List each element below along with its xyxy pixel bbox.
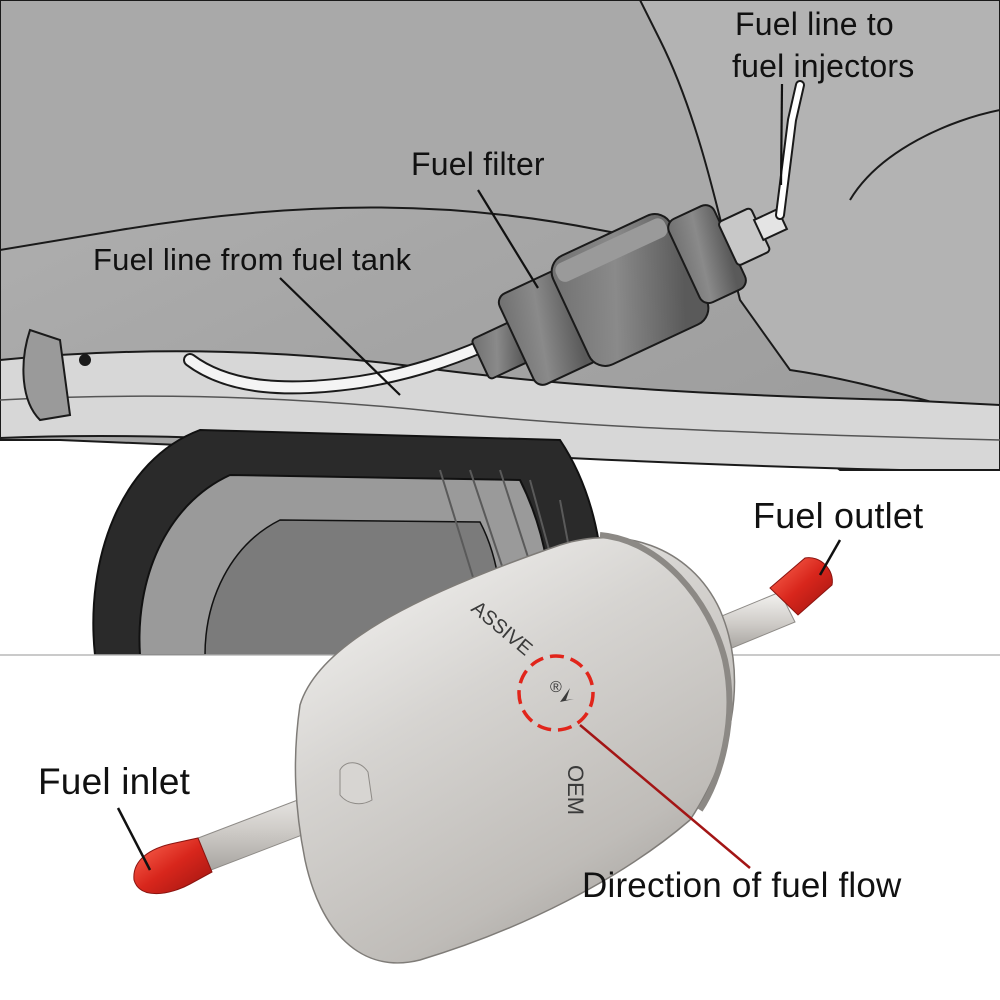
fender-contour	[849, 109, 1000, 201]
label-fuel-outlet: Fuel outlet	[753, 495, 924, 536]
photo-leader-lines	[116, 539, 842, 871]
car-illustration	[0, 0, 1000, 656]
rail-edge	[0, 395, 1000, 441]
label-fuel-line-from-tank: Fuel line from fuel tank	[93, 242, 412, 277]
mount-hole	[79, 354, 91, 366]
fuel-outlet-leader	[818, 539, 842, 576]
label-fuel-line-to-injectors-line2: fuel injectors	[732, 48, 915, 84]
body-bolt-bracket	[22, 328, 72, 422]
canister-bottom-ring	[339, 762, 373, 805]
illustrated-fuel-filter	[471, 204, 789, 386]
filter-side-text: OEM	[563, 765, 588, 815]
outlet-cap	[769, 557, 833, 616]
label-fuel-line-to-injectors-line1: Fuel line to	[735, 6, 894, 42]
flow-direction-leader	[579, 724, 751, 869]
label-fuel-filter: Fuel filter	[411, 146, 545, 182]
illustration-leader-lines	[279, 83, 784, 396]
inlet-cap	[133, 837, 213, 895]
label-direction-of-fuel-flow: Direction of fuel flow	[582, 866, 902, 905]
registered-mark: ®	[550, 679, 562, 696]
flow-direction-highlight-circle	[517, 654, 595, 732]
label-fuel-inlet: Fuel inlet	[38, 761, 191, 802]
canister-rim	[599, 532, 733, 812]
flow-arrow-icon	[560, 688, 574, 702]
filter-canister	[294, 536, 736, 964]
fuel-inlet-leader	[116, 807, 152, 871]
filter-photo	[133, 532, 833, 964]
